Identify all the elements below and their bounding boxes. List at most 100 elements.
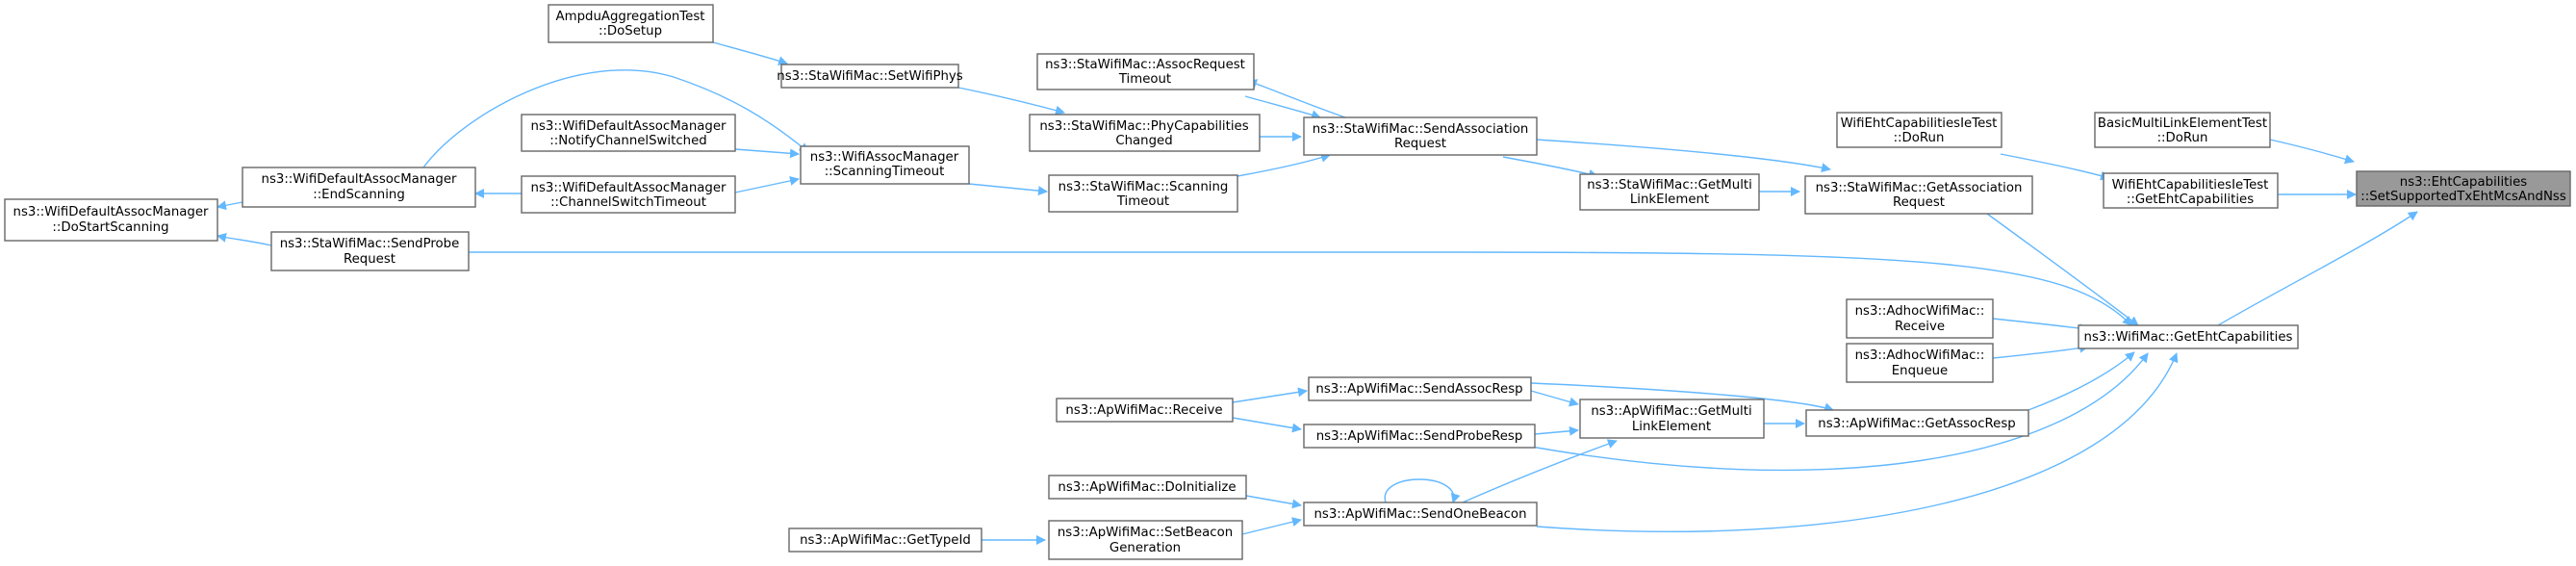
node-wdamncs-line-1: ns3::WifiDefaultAssocManager	[531, 119, 727, 134]
edge-apsar-apgml	[1530, 390, 1579, 407]
node-smsar-line-2: Request	[1394, 137, 1446, 151]
node-wecdo-line-1: WifiEhtCapabilitiesIeTest	[1841, 116, 1998, 131]
node-bmle-line-2: ::DoRun	[2157, 131, 2208, 145]
edge-bmle-root	[2269, 139, 2355, 165]
node-smgar-line-1: ns3::StaWifiMac::GetAssociation	[1816, 181, 2023, 195]
edge-apsob-self	[1384, 478, 1461, 503]
edge-wdamcst-wamst	[734, 175, 800, 193]
node-bmle[interactable]: BasicMultiLinkElementTest ::DoRun	[2094, 112, 2271, 148]
node-smpcc[interactable]: ns3::StaWifiMac::PhyCapabilities Changed	[1029, 114, 1261, 152]
node-root[interactable]: ns3::EhtCapabilities ::SetSupportedTxEht…	[2356, 170, 2571, 207]
edge-aprec-apsar	[1232, 387, 1308, 403]
edge-smst-smsar	[1237, 152, 1331, 177]
node-wecgec-line-2: ::GetEhtCapabilities	[2127, 193, 2254, 207]
edge-smspr-wmgec	[469, 251, 2132, 326]
node-wecdo[interactable]: WifiEhtCapabilitiesIeTest ::DoRun	[1836, 112, 2002, 148]
node-root-line-1: ns3::EhtCapabilities	[2400, 175, 2527, 190]
node-wmgec[interactable]: ns3::WifiMac::GetEhtCapabilities	[2078, 324, 2299, 349]
node-apsbg-line-2: Generation	[1109, 541, 1181, 555]
node-apsar[interactable]: ns3::ApWifiMac::SendAssocResp	[1308, 376, 1532, 401]
edge-wamst-smst	[968, 183, 1048, 196]
node-smpcc-line-1: ns3::StaWifiMac::PhyCapabilities	[1039, 119, 1248, 134]
node-wecdo-line-2: ::DoRun	[1894, 131, 1945, 145]
node-apgml[interactable]: ns3::ApWifiMac::GetMulti LinkElement	[1579, 399, 1765, 439]
edge-apgar-wmgec	[2028, 351, 2135, 411]
node-smgar-line-2: Request	[1893, 195, 1945, 210]
edge-smspr-wdamdss	[217, 232, 272, 246]
node-apgti-line-1: ns3::ApWifiMac::GetTypeId	[800, 533, 971, 548]
node-adrec[interactable]: ns3::AdhocWifiMac:: Receive	[1846, 298, 1994, 339]
edge-adenq-wmgec	[1992, 343, 2089, 359]
node-wdamcst[interactable]: ns3::WifiDefaultAssocManager ::ChannelSw…	[521, 175, 736, 214]
node-adenq[interactable]: ns3::AdhocWifiMac:: Enqueue	[1846, 343, 1994, 383]
node-apspr[interactable]: ns3::ApWifiMac::SendProbeResp	[1303, 424, 1536, 449]
node-apgml-line-2: LinkElement	[1632, 420, 1711, 434]
node-wdamdss-line-1: ns3::WifiDefaultAssocManager	[13, 205, 209, 219]
node-wecgec-line-1: WifiEhtCapabilitiesIeTest	[2112, 178, 2269, 193]
edge-wdamncs-wamst	[734, 148, 800, 159]
node-apgar-line-1: ns3::ApWifiMac::GetAssocResp	[1818, 417, 2015, 431]
node-smspr-line-1: ns3::StaWifiMac::SendProbe	[280, 237, 460, 251]
node-apsar-line-1: ns3::ApWifiMac::SendAssocResp	[1315, 382, 1522, 397]
node-wdamncs-line-2: ::NotifyChannelSwitched	[549, 134, 706, 148]
node-smgml[interactable]: ns3::StaWifiMac::GetMulti LinkElement	[1579, 173, 1760, 211]
edge-apspr-wmgec	[1519, 352, 2149, 472]
node-smst-line-1: ns3::StaWifiMac::Scanning	[1058, 180, 1229, 194]
node-bmle-line-1: BasicMultiLinkElementTest	[2098, 116, 2267, 131]
edge-smsar-smgar	[1536, 139, 1831, 173]
node-apdoi[interactable]: ns3::ApWifiMac::DoInitialize	[1048, 475, 1247, 500]
node-smgml-line-1: ns3::StaWifiMac::GetMulti	[1587, 178, 1752, 193]
edge-wdames-wamst	[422, 69, 809, 168]
edge-smsar-smart	[1247, 79, 1346, 118]
edge-smswp-smpcc	[957, 87, 1065, 116]
node-wdamcst-line-2: ::ChannelSwitchTimeout	[550, 195, 706, 210]
node-apsbg-line-1: ns3::ApWifiMac::SetBeacon	[1058, 526, 1233, 540]
node-wecgec[interactable]: WifiEhtCapabilitiesIeTest ::GetEhtCapabi…	[2103, 172, 2279, 209]
node-wdamcst-line-1: ns3::WifiDefaultAssocManager	[531, 181, 727, 195]
edge-apsob-wmgec	[1536, 352, 2179, 533]
node-apsob[interactable]: ns3::ApWifiMac::SendOneBeacon	[1303, 502, 1538, 527]
edge-apdoi-apsob	[1245, 495, 1302, 509]
node-smgml-line-2: LinkElement	[1630, 193, 1709, 207]
edge-aatds-smswp	[712, 41, 788, 65]
node-wdamncs[interactable]: ns3::WifiDefaultAssocManager ::NotifyCha…	[521, 114, 736, 152]
node-smst-line-2: Timeout	[1116, 194, 1169, 209]
node-smst[interactable]: ns3::StaWifiMac::Scanning Timeout	[1048, 174, 1238, 213]
edge-adrec-wmgec	[1992, 318, 2089, 334]
node-adenq-line-2: Enqueue	[1892, 364, 1949, 378]
node-smgar[interactable]: ns3::StaWifiMac::GetAssociation Request	[1804, 175, 2033, 215]
node-apgar[interactable]: ns3::ApWifiMac::GetAssocResp	[1805, 409, 2029, 437]
edge-wdames-wdamdss	[217, 200, 243, 211]
node-adenq-line-1: ns3::AdhocWifiMac::	[1855, 348, 1985, 363]
node-smspr[interactable]: ns3::StaWifiMac::SendProbe Request	[270, 231, 470, 271]
node-smsar-line-1: ns3::StaWifiMac::SendAssociation	[1313, 122, 1529, 137]
node-aprec[interactable]: ns3::ApWifiMac::Receive	[1056, 398, 1234, 423]
edge-apsob-apgml	[1462, 439, 1618, 503]
node-wdames-line-1: ns3::WifiDefaultAssocManager	[262, 172, 457, 187]
edge-wecdo-wecgec	[2000, 153, 2110, 181]
edge-aprec-apspr	[1232, 417, 1302, 433]
node-apspr-line-1: ns3::ApWifiMac::SendProbeResp	[1316, 429, 1523, 444]
node-apgml-line-1: ns3::ApWifiMac::GetMulti	[1591, 404, 1751, 419]
node-adrec-line-1: ns3::AdhocWifiMac::	[1855, 304, 1985, 319]
node-wdamdss-line-2: ::DoStartScanning	[52, 220, 168, 235]
edge-smart-smsar	[1244, 95, 1321, 119]
node-apsbg[interactable]: ns3::ApWifiMac::SetBeacon Generation	[1048, 520, 1243, 560]
edge-smsar-smgml	[1502, 156, 1598, 179]
node-aatds[interactable]: AmpduAggregationTest ::DoSetup	[548, 4, 714, 43]
node-smsar[interactable]: ns3::StaWifiMac::SendAssociation Request	[1303, 116, 1538, 156]
node-smart[interactable]: ns3::StaWifiMac::AssocRequest Timeout	[1036, 53, 1255, 90]
node-smart-line-2: Timeout	[1118, 72, 1171, 87]
node-smswp[interactable]: ns3::StaWifiMac::SetWifiPhys	[777, 64, 963, 89]
node-wdamdss[interactable]: ns3::WifiDefaultAssocManager ::DoStartSc…	[4, 198, 218, 242]
node-apsob-line-1: ns3::ApWifiMac::SendOneBeacon	[1314, 507, 1526, 522]
node-apgti[interactable]: ns3::ApWifiMac::GetTypeId	[788, 527, 982, 553]
node-wdames[interactable]: ns3::WifiDefaultAssocManager ::EndScanni…	[242, 167, 476, 208]
node-wamst[interactable]: ns3::WifiAssocManager ::ScanningTimeout	[800, 145, 970, 185]
edge-apspr-apgml	[1534, 425, 1579, 436]
node-wamst-line-2: ::ScanningTimeout	[825, 165, 945, 179]
node-aatds-line-2: ::DoSetup	[599, 24, 662, 39]
edge-apsar-apgar	[1530, 382, 1834, 413]
edge-smgar-wmgec	[1986, 213, 2139, 326]
node-smpcc-line-2: Changed	[1115, 134, 1172, 148]
